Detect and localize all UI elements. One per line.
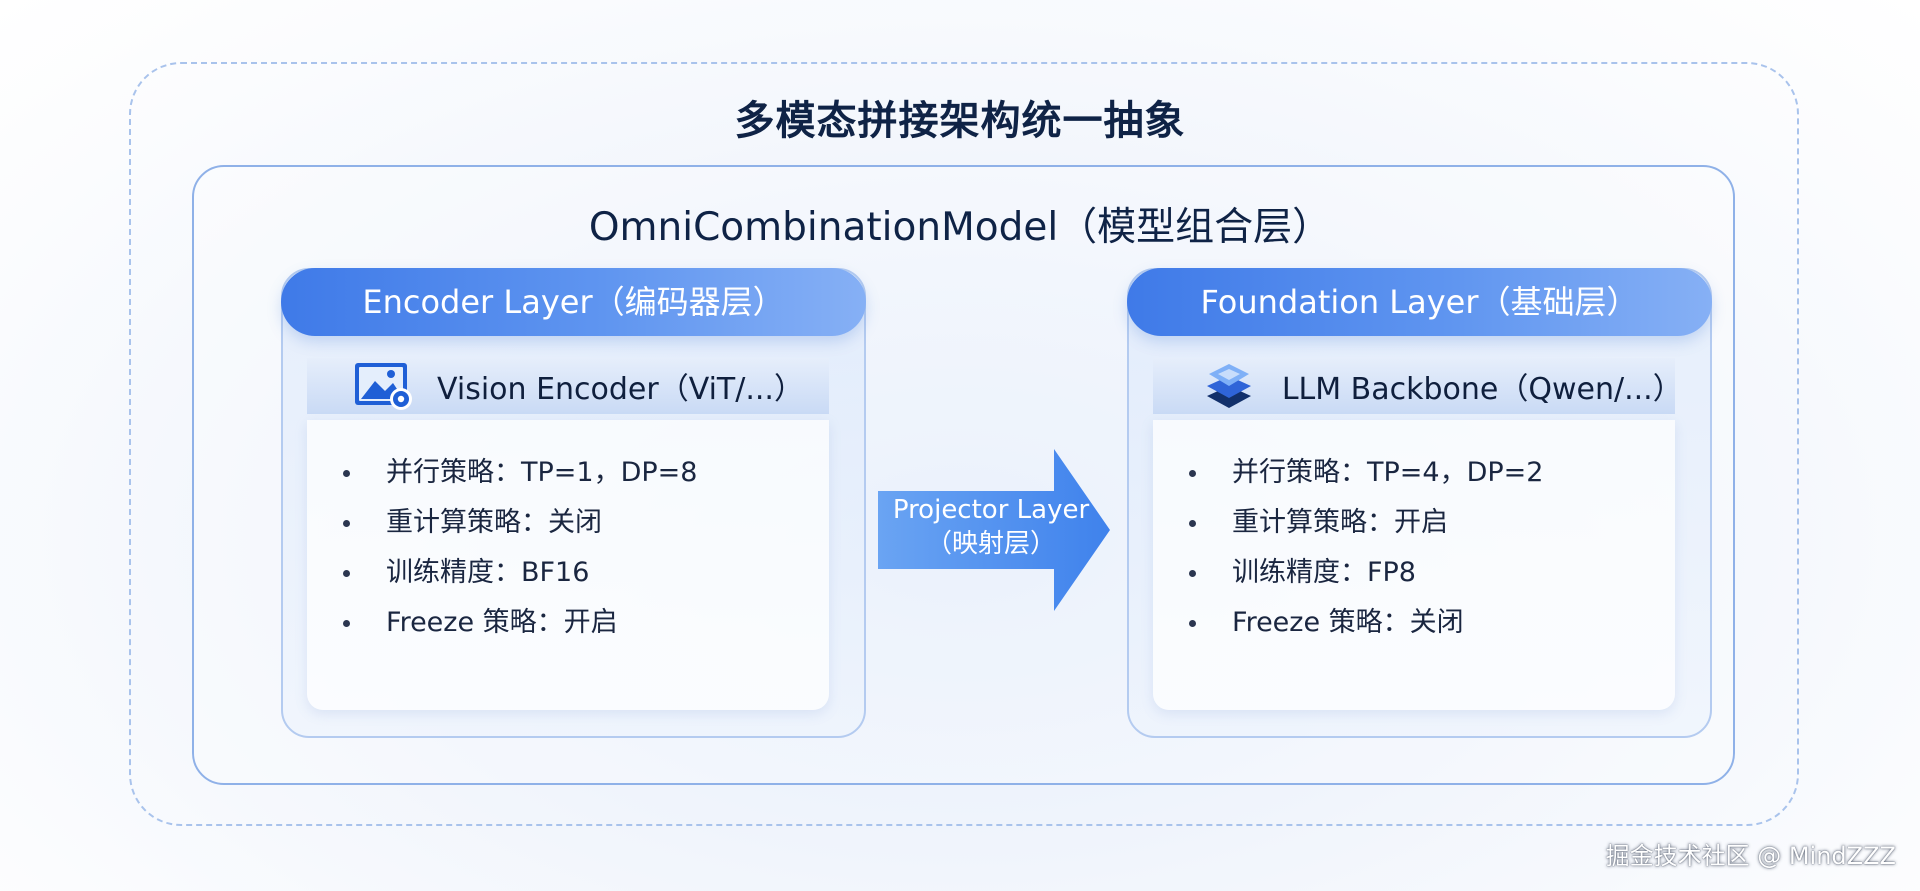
bullet-icon: [343, 469, 350, 477]
list-item: 并行策略：TP=1，DP=8: [343, 448, 829, 498]
list-item: 重计算策略：开启: [1189, 498, 1675, 548]
watermark: 掘金技术社区 @ MindZZZ: [1605, 842, 1896, 870]
encoder-layer-header: Encoder Layer（编码器层）: [281, 268, 866, 336]
layers-stack-icon: [1199, 361, 1260, 411]
projector-label: Projector Layer: [892, 495, 1090, 525]
projector-arrow: Projector Layer （映射层）: [878, 449, 1110, 611]
list-item: 重计算策略：关闭: [343, 498, 829, 548]
llm-backbone-label: LLM Backbone（Qwen/...）: [1281, 372, 1683, 407]
list-item: 训练精度：BF16: [343, 548, 829, 598]
list-item: 训练精度：FP8: [1189, 548, 1675, 598]
bullet-icon: [1189, 569, 1196, 577]
foundation-layer-card: Foundation Layer（基础层） LLM Backbone（Qwen/…: [1127, 268, 1712, 738]
bullet-icon: [343, 619, 350, 627]
list-item: Freeze 策略：关闭: [1189, 598, 1675, 648]
bullet-icon: [343, 569, 350, 577]
vision-encoder-bar: Vision Encoder（ViT/...）: [307, 358, 829, 414]
image-gear-icon: [353, 361, 415, 411]
vision-encoder-label: Vision Encoder（ViT/...）: [437, 372, 804, 407]
list-item: Freeze 策略：开启: [343, 598, 829, 648]
list-item: 并行策略：TP=4，DP=2: [1189, 448, 1675, 498]
llm-backbone-bar: LLM Backbone（Qwen/...）: [1153, 358, 1683, 414]
outer-dashed-frame: [129, 62, 1799, 826]
encoder-layer-card: Encoder Layer（编码器层） Vision Encoder（ViT/.…: [281, 268, 866, 738]
bullet-icon: [343, 519, 350, 527]
diagram-title: 多模态拼接架构统一抽象: [734, 98, 1186, 144]
arrow-right-icon: [878, 449, 1110, 611]
bullet-icon: [1189, 519, 1196, 527]
bullet-icon: [1189, 469, 1196, 477]
projector-sublabel: （映射层）: [925, 529, 1056, 559]
foundation-layer-header: Foundation Layer（基础层）: [1127, 268, 1712, 336]
bullet-icon: [1189, 619, 1196, 627]
encoder-details: 并行策略：TP=1，DP=8 重计算策略：关闭 训练精度：BF16 Freeze…: [307, 420, 829, 710]
model-title: OmniCombinationModel（模型组合层）: [588, 205, 1332, 250]
foundation-details: 并行策略：TP=4，DP=2 重计算策略：开启 训练精度：FP8 Freeze …: [1153, 420, 1675, 710]
